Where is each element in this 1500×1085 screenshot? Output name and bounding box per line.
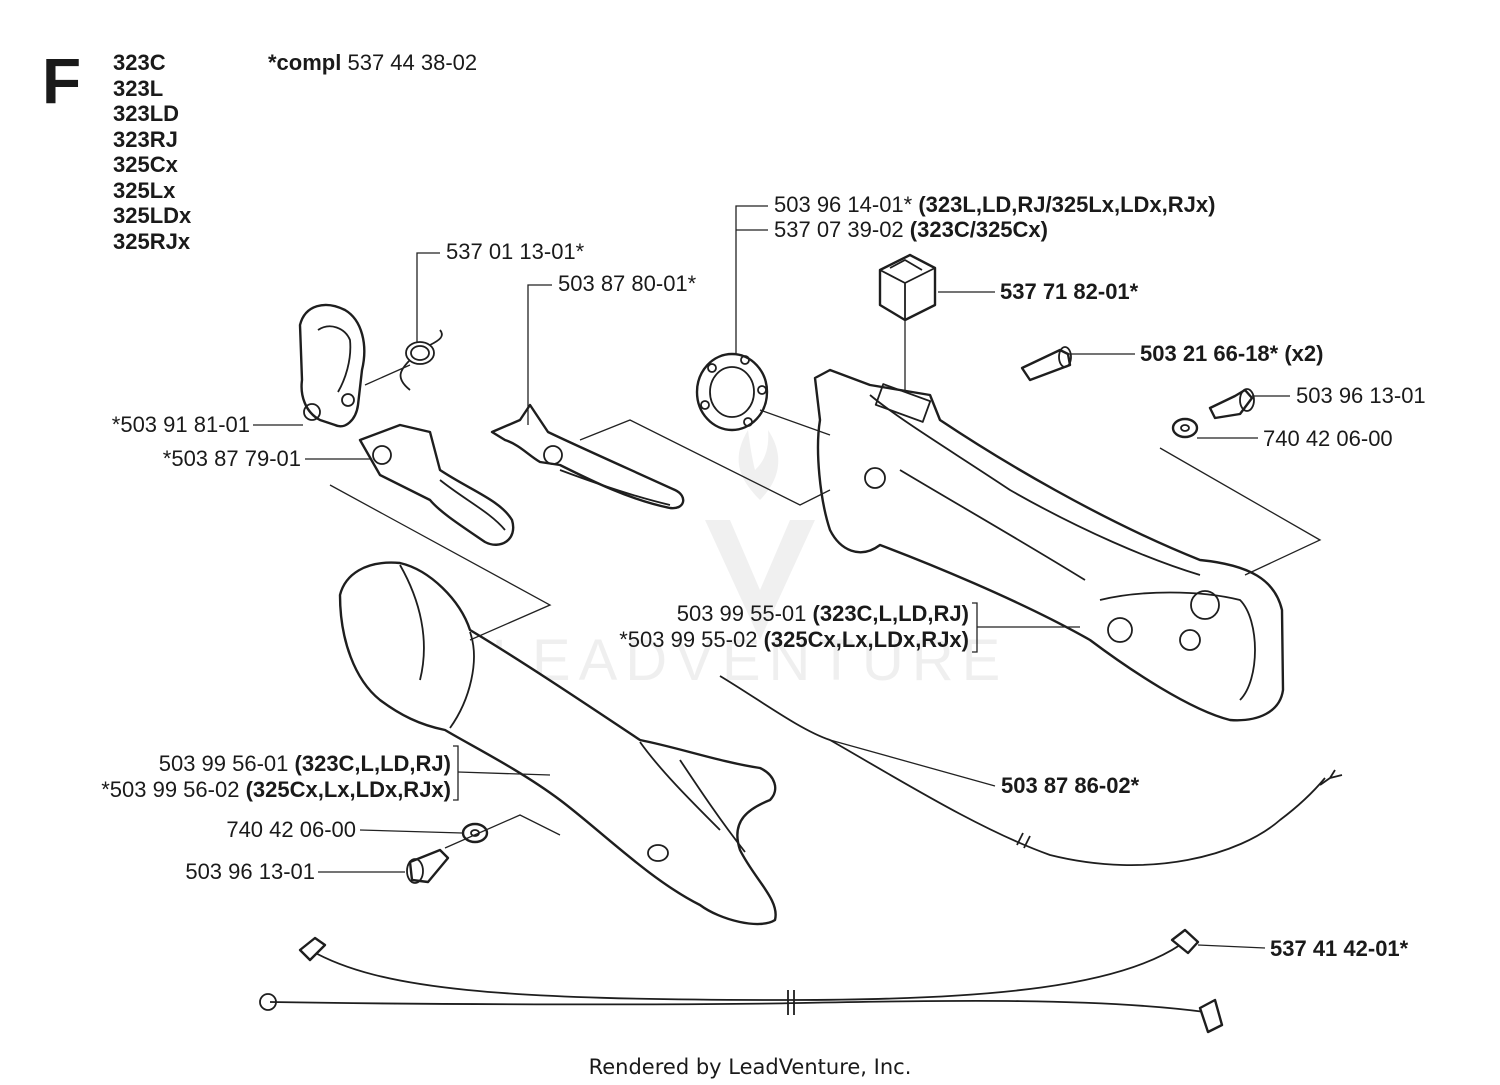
screw-part: [1020, 346, 1072, 382]
label-537-71-82-01: 537 71 82-01*: [1000, 279, 1139, 304]
damper-ring-part: [695, 352, 769, 432]
label-503-99-55-01: 503 99 55-01 (323C,L,LD,RJ): [677, 601, 969, 626]
label-503-21-66-18: 503 21 66-18* (x2): [1140, 341, 1323, 366]
stop-cable-part: [259, 928, 1224, 1034]
screw-left-part: [406, 848, 450, 884]
throttle-cable-part: [719, 675, 1343, 866]
label-503-99-56-01: 503 99 56-01 (323C,L,LD,RJ): [159, 751, 451, 776]
label-537-41-42-01: 537 41 42-01*: [1270, 936, 1409, 961]
label-503-96-13-01-right: 503 96 13-01: [1296, 383, 1426, 408]
label-537-01-13-01: 537 01 13-01*: [446, 239, 585, 264]
watermark: LEADVENTURE: [492, 430, 1009, 693]
model-item: 323L: [113, 76, 163, 101]
stop-switch-part: [878, 253, 937, 322]
model-item: 325RJx: [113, 229, 191, 254]
label-503-91-81-01: *503 91 81-01: [112, 412, 250, 437]
washer-right-part: [1171, 417, 1199, 439]
complete-assembly-number: *compl 537 44 38-02: [268, 50, 477, 75]
washer-left-part: [461, 822, 489, 844]
throttle-lever-part: [490, 403, 685, 510]
watermark-text: LEADVENTURE: [492, 628, 1009, 693]
section-letter: F: [42, 45, 81, 117]
leader-lines: [253, 205, 1322, 949]
label-537-07-39-02: 537 07 39-02 (323C/325Cx): [774, 217, 1048, 242]
label-503-99-55-02: *503 99 55-02 (325Cx,Lx,LDx,RJx): [619, 627, 969, 652]
model-item: 325LDx: [113, 203, 192, 228]
screw-right-part: [1208, 388, 1255, 420]
throttle-trigger-part: [358, 423, 515, 546]
throttle-lockout-bracket-part: [298, 303, 366, 428]
label-503-99-56-02: *503 99 56-02 (325Cx,Lx,LDx,RJx): [101, 777, 451, 802]
label-503-96-14-01: 503 96 14-01* (323L,LD,RJ/325Lx,LDx,RJx): [774, 192, 1215, 217]
label-503-96-13-01-left: 503 96 13-01: [185, 859, 315, 884]
model-item: 323LD: [113, 101, 179, 126]
model-item: 323RJ: [113, 127, 178, 152]
label-503-87-80-01: 503 87 80-01*: [558, 271, 697, 296]
model-item: 325Lx: [113, 178, 176, 203]
model-list: 323C 323L 323LD 323RJ 325Cx 325Lx 325LDx…: [113, 50, 192, 254]
spring-part: [399, 329, 443, 391]
handle-right-half-part: [813, 368, 1285, 722]
label-503-87-79-01: *503 87 79-01: [163, 446, 301, 471]
label-740-42-06-00-left: 740 42 06-00: [226, 817, 356, 842]
handle-left-half-part: [338, 561, 777, 926]
model-item: 323C: [113, 50, 166, 75]
label-740-42-06-00-right: 740 42 06-00: [1263, 426, 1393, 451]
footer-credit: Rendered by LeadVenture, Inc.: [589, 1055, 912, 1079]
model-item: 325Cx: [113, 152, 179, 177]
label-503-87-86-02: 503 87 86-02*: [1001, 773, 1140, 798]
